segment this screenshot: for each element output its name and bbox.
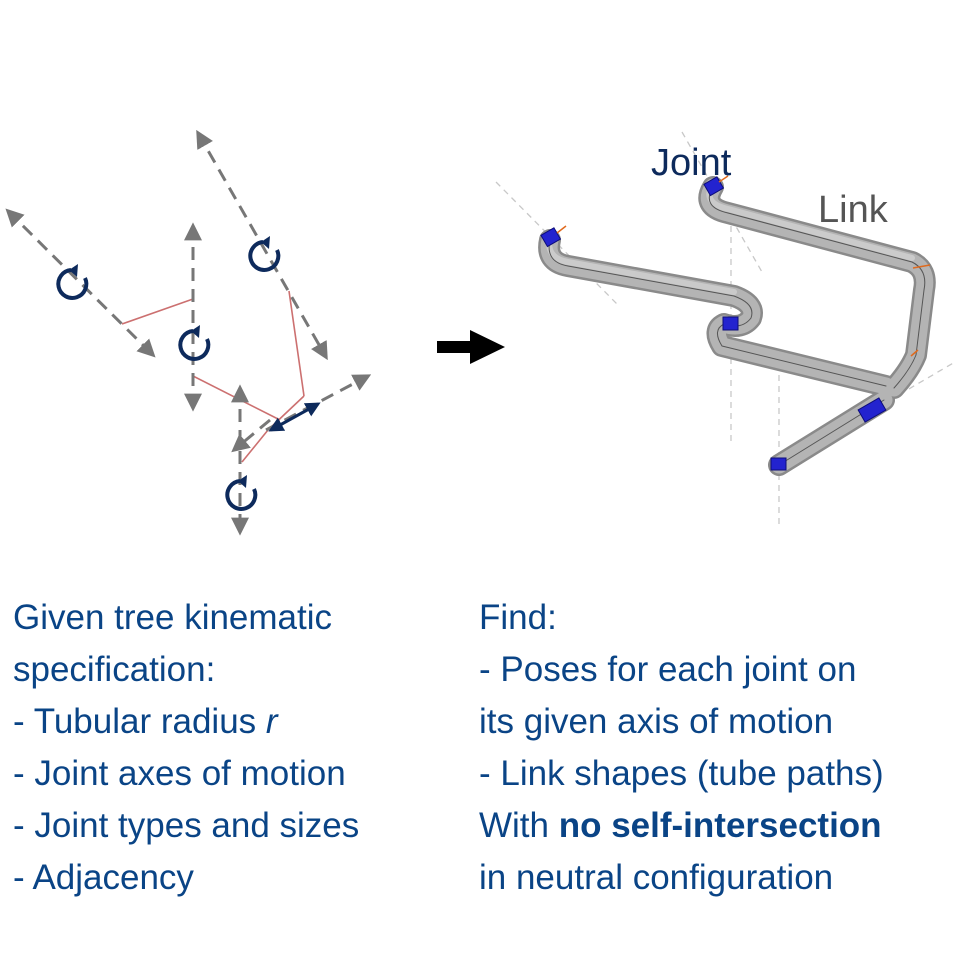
prismatic-joint-icon <box>268 402 321 432</box>
given-heading-line-1: Given tree kinematic <box>13 598 333 637</box>
revolute-joint-icon <box>248 236 281 272</box>
find-item-poses-line-1: - Poses for each joint on <box>479 650 857 689</box>
given-specification-text: Given tree kinematic specification: - Tu… <box>13 592 453 904</box>
joint-box-icon <box>857 397 887 423</box>
axis-arrow <box>265 374 372 432</box>
axis-arrows <box>5 129 372 536</box>
constraint-emphasis: no self-intersection <box>558 806 882 845</box>
joint-markers <box>540 176 887 471</box>
joint-box-icon <box>540 227 562 248</box>
joint-box-icon <box>722 316 739 331</box>
joint-label: Joint <box>651 142 732 184</box>
constraint-prefix: With <box>479 806 559 845</box>
link-label: Link <box>818 189 889 231</box>
spec-link <box>192 375 281 421</box>
find-item-shapes: - Link shapes (tube paths) <box>479 754 884 793</box>
transform-arrow-icon <box>437 330 505 364</box>
solution-diagram: Joint Link <box>495 131 956 525</box>
joint-box-icon <box>703 176 725 197</box>
spec-link <box>121 298 194 325</box>
radius-symbol: r <box>265 702 278 741</box>
given-item-radius: - Tubular radius r <box>13 696 453 748</box>
axis-arrow <box>5 208 156 358</box>
revolute-joint-icon <box>56 264 89 300</box>
spec-link <box>241 429 269 463</box>
revolute-joint-icon <box>178 325 211 361</box>
radius-prefix: - Tubular radius <box>13 702 266 741</box>
revolute-joint-icon <box>225 475 258 511</box>
find-objective-text: Find: - Poses for each joint on its give… <box>479 592 949 904</box>
given-item-axes: - Joint axes of motion <box>13 754 346 793</box>
joint-axis-ticks <box>556 175 931 357</box>
find-constraint-line: With no self-intersection <box>479 800 949 852</box>
joint-box-icon <box>770 457 787 471</box>
guide-line <box>495 181 619 306</box>
axis-arrow <box>231 418 271 453</box>
spec-links <box>121 290 305 463</box>
given-item-adjacency: - Adjacency <box>13 858 194 897</box>
find-last-line: in neutral configuration <box>479 858 834 897</box>
find-heading: Find: <box>479 598 557 637</box>
given-heading-line-2: specification: <box>13 650 216 689</box>
find-item-poses-line-2: its given axis of motion <box>479 702 834 741</box>
specification-diagram <box>5 129 372 536</box>
given-item-types: - Joint types and sizes <box>13 806 360 845</box>
axis-arrow <box>196 129 328 361</box>
